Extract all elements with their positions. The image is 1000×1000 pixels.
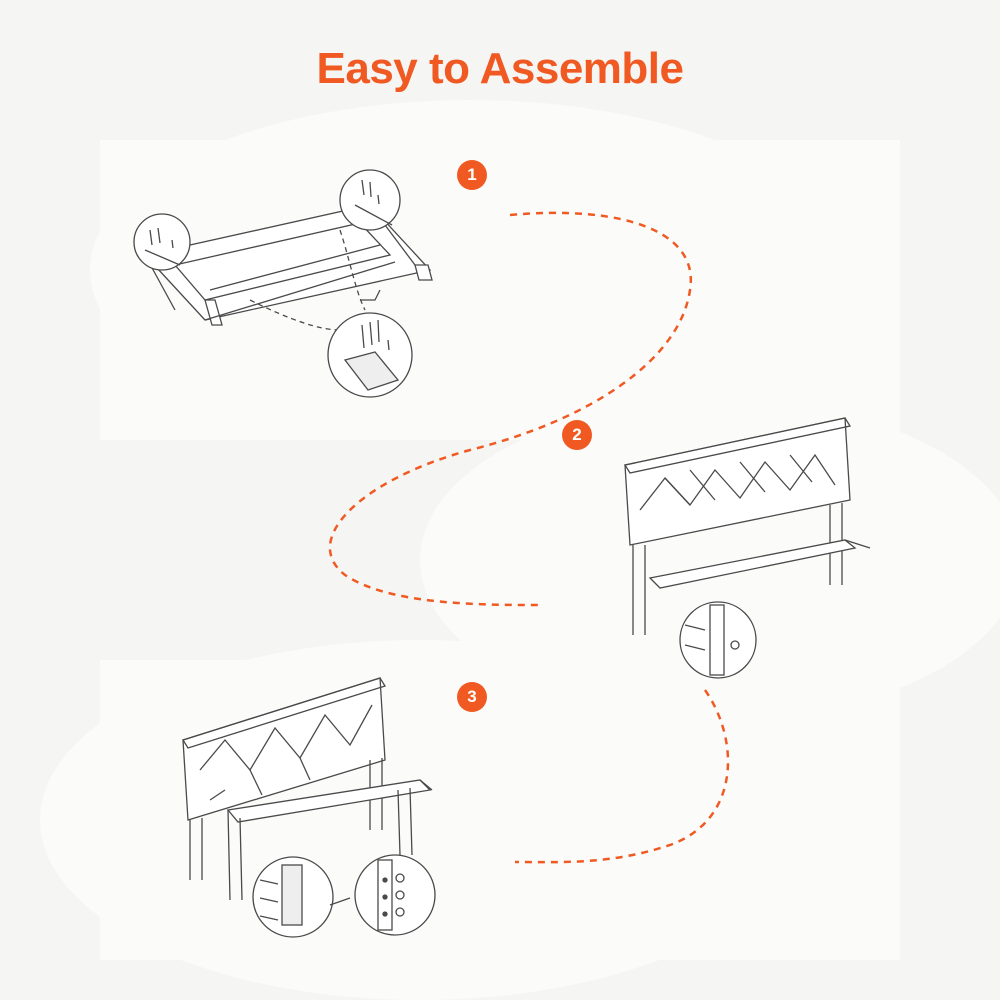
step3-bed-drawing: [182, 677, 433, 901]
step-3-badge: 3: [457, 682, 487, 712]
background-panels: [40, 100, 1000, 1000]
step1-frame-drawing: [143, 204, 433, 326]
step2-magnifier: [679, 601, 757, 679]
step1-magnifier-left: [133, 213, 191, 271]
step1-magnifier-bottom: [249, 229, 413, 398]
step-1-badge: 1: [457, 160, 487, 190]
dashed-connector: [328, 211, 730, 864]
step1-magnifier-right: [339, 169, 401, 231]
step3-magnifier-left: [252, 856, 351, 938]
step-2-badge: 2: [562, 420, 592, 450]
step2-headboard-drawing: [623, 417, 871, 635]
page-title: Easy to Assemble: [316, 44, 685, 93]
step3-magnifier-right: [354, 854, 436, 936]
